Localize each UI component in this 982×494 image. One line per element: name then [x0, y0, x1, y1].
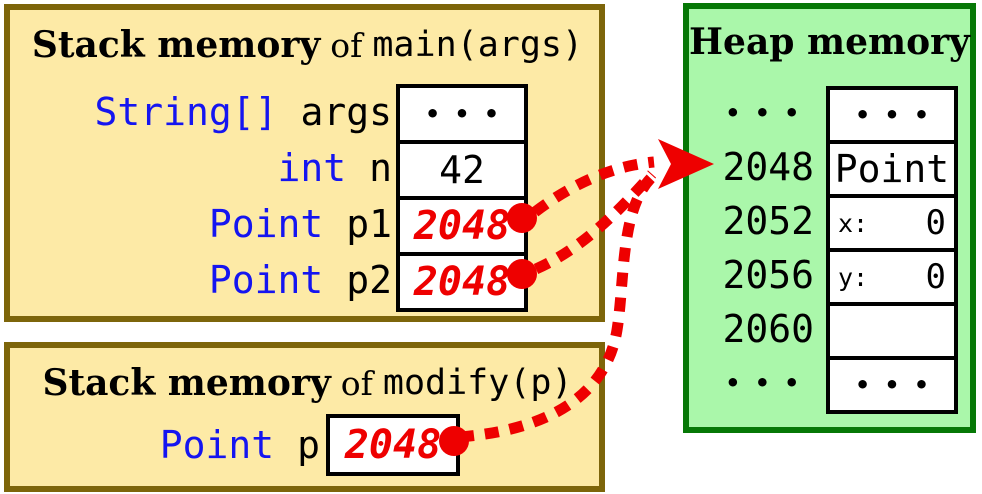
- heap-addr-2056: 2056: [701, 248, 814, 302]
- cell-p: 2048: [326, 414, 460, 476]
- heap-cell-y: y: 0: [826, 248, 958, 306]
- heap-field-x-value: 0: [925, 203, 946, 243]
- cell-p-value: 2048: [344, 422, 442, 468]
- cell-n-value: 42: [439, 148, 485, 192]
- stack-modify-title-code: modify(p): [382, 362, 573, 403]
- heap-cells: ••• Point x: 0 y: 0 •••: [826, 86, 958, 414]
- var-name-n: n: [369, 146, 392, 190]
- heap-addr-2056-text: 2056: [722, 253, 814, 297]
- stack-modify-title-bold: Stack memory: [42, 362, 331, 404]
- heap-cell-top-dots-text: •••: [855, 101, 944, 129]
- cell-p1: 2048: [396, 196, 528, 256]
- stack-main-frame: Stack memory of main(args) String[] args…: [4, 4, 605, 322]
- cell-p2: 2048: [396, 252, 528, 312]
- heap-field-y-value: 0: [925, 257, 946, 297]
- heap-addr-top-dots: •••: [701, 86, 814, 140]
- heap-field-y-label: y:: [838, 262, 869, 292]
- stack-main-title: Stack memory of main(args): [16, 18, 599, 72]
- heap-field-x-label: x:: [838, 208, 869, 238]
- var-type-n: int: [277, 146, 347, 190]
- stack-modify-title: Stack memory of modify(p): [16, 358, 599, 408]
- cell-p1-value: 2048: [413, 203, 511, 249]
- stack-modify-title-of: of: [340, 363, 373, 403]
- cell-args: •••: [396, 84, 528, 144]
- heap-addr-bottom-dots: •••: [701, 356, 814, 410]
- heap-title: Heap memory: [689, 16, 970, 68]
- cell-args-value: •••: [425, 100, 514, 128]
- heap-cell-point-text: Point: [834, 147, 950, 191]
- var-name-p1: p1: [346, 202, 392, 246]
- heap-cell-top-dots: •••: [826, 86, 958, 144]
- heap-frame: Heap memory ••• 2048 2052 2056 2060 ••• …: [683, 3, 976, 433]
- stack-modify-cells: 2048: [326, 414, 460, 476]
- var-type-args: String[]: [94, 90, 278, 134]
- stack-main-title-bold: Stack memory: [31, 24, 321, 66]
- var-name-args: args: [300, 90, 392, 134]
- heap-cell-x: x: 0: [826, 194, 958, 252]
- cell-n: 42: [396, 140, 528, 200]
- var-label-p: Point p: [16, 414, 320, 476]
- heap-addr-2048: 2048: [701, 140, 814, 194]
- stack-main-title-of: of: [330, 25, 363, 65]
- var-type-p1: Point: [208, 202, 324, 246]
- stack-main-title-code: main(args): [372, 24, 584, 65]
- var-type-p2: Point: [208, 258, 324, 302]
- heap-addr-2052-text: 2052: [722, 199, 814, 243]
- var-name-p2: p2: [346, 258, 392, 302]
- heap-addr-bottom-dots-text: •••: [725, 369, 814, 397]
- cell-p2-value: 2048: [413, 259, 511, 305]
- heap-cell-point: Point: [826, 140, 958, 198]
- stack-main-cells: ••• 42 2048 2048: [396, 84, 528, 312]
- var-type-p: Point: [159, 423, 275, 467]
- var-label-p1: Point p1: [16, 196, 392, 252]
- stack-modify-frame: Stack memory of modify(p) Point p 2048: [4, 342, 605, 492]
- heap-cell-2060: [826, 302, 958, 360]
- heap-cell-bottom-dots-text: •••: [855, 371, 944, 399]
- var-label-p2: Point p2: [16, 252, 392, 308]
- heap-addr-2048-text: 2048: [722, 145, 814, 189]
- var-label-args: String[] args: [16, 84, 392, 140]
- heap-title-text: Heap memory: [689, 21, 970, 63]
- heap-addr-2060-text: 2060: [722, 307, 814, 351]
- heap-addr-2052: 2052: [701, 194, 814, 248]
- var-label-n: int n: [16, 140, 392, 196]
- heap-cell-bottom-dots: •••: [826, 356, 958, 414]
- heap-addr-top-dots-text: •••: [725, 99, 814, 127]
- heap-addr-2060: 2060: [701, 302, 814, 356]
- var-name-p: p: [297, 423, 320, 467]
